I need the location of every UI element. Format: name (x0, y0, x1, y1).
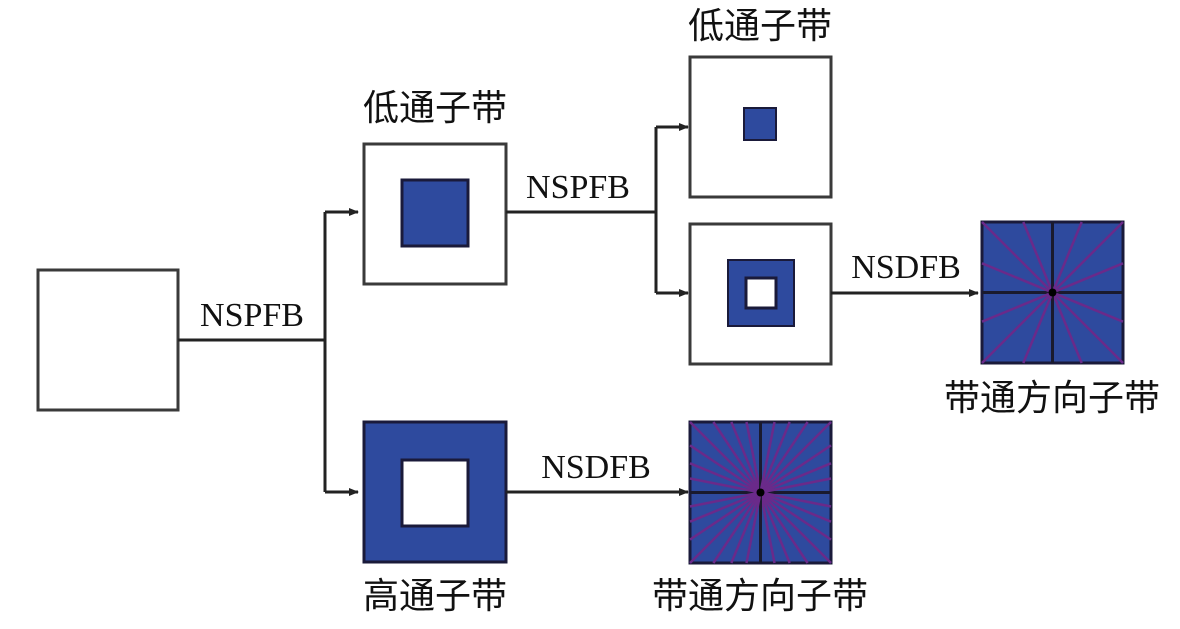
bandpass-subband-level2-hole (744, 276, 778, 310)
bandpass-direction-label-bottom: 带通方向子带 (652, 576, 868, 617)
nsdfb-label-mid: NSDFB (851, 249, 961, 286)
input-image (36, 268, 180, 412)
directional-subbands-bottom (688, 420, 833, 565)
bandpass-direction-label-right: 带通方向子带 (944, 378, 1160, 419)
nspfb-label-level1: NSPFB (200, 297, 304, 334)
nspfb-level1-connector (178, 208, 359, 496)
lowpass-subband-level1-core (400, 178, 470, 248)
lowpass-label-level1: 低通子带 (363, 88, 507, 129)
nspfb-label-level2: NSPFB (526, 169, 630, 206)
lowpass-label-level2: 低通子带 (688, 6, 832, 47)
nsdfb-label-bottom: NSDFB (541, 449, 651, 486)
highpass-label-level1: 高通子带 (363, 576, 507, 617)
lowpass-subband-level2-core (743, 107, 777, 141)
directional-right-center (1048, 288, 1057, 297)
directional-subbands-right (980, 220, 1125, 365)
directional-bottom-center (756, 488, 765, 497)
highpass-subband-level1-hole (400, 458, 470, 528)
nspfb-level2-connector (506, 123, 689, 297)
